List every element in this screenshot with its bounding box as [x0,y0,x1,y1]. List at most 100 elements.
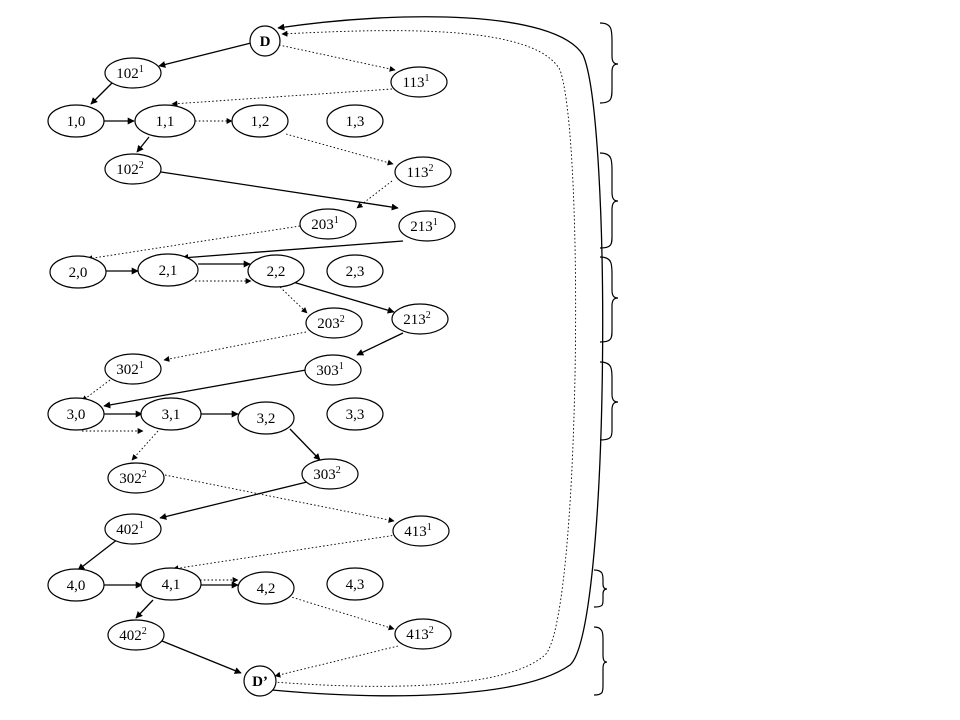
node-label-sup: 2 [428,163,433,174]
edge-413b-dp [274,645,399,678]
node-label-sup: 1 [139,360,144,371]
node-n43: 4,3 [326,567,384,601]
node-label: 2,0 [69,265,88,281]
node-203a: 2031 [299,208,357,240]
node-ellipse [47,104,105,138]
edge-d-113a [278,44,396,72]
node-label-sup: 2 [426,310,431,321]
edge-n31-302b [131,430,159,461]
node-n30: 3,0 [47,397,105,431]
node-label-sup: 2 [340,314,345,325]
node-label: 1132 [407,163,434,181]
node-ellipse [398,210,456,242]
node-label-main: D’ [252,674,268,690]
node-label: 2032 [317,314,345,332]
brace-1 [599,22,619,104]
node-label: 2132 [403,310,431,328]
node-label: D’ [252,674,268,690]
edge-102a-n10 [90,82,113,105]
node-label-main: 303 [313,467,336,483]
node-label-main: 102 [116,162,139,178]
node-label-main: 2,0 [69,265,88,281]
node-n22: 2,2 [247,254,305,288]
node-ellipse [107,462,165,494]
edges [77,16,604,697]
node-label-main: 1,3 [346,114,365,130]
node-label: 3022 [119,469,147,487]
node-label: 1022 [116,160,144,178]
node-n13: 1,3 [326,104,384,138]
node-n11: 1,1 [134,104,196,138]
node-n31: 3,1 [140,397,202,431]
node-label-main: 102 [116,66,139,82]
node-label-sup: 1 [339,361,344,372]
node-label-sup: 2 [429,625,434,636]
edge-213b-303a [356,332,404,356]
node-label-main: 302 [119,471,142,487]
node-n33: 3,3 [326,397,384,431]
node-ellipse [47,397,105,431]
edge-303b-402a [159,481,308,520]
node-ellipse [49,255,107,289]
node-label: 3031 [316,361,344,379]
node-label: 1,3 [346,114,365,130]
node-ellipse [104,57,162,89]
node-ellipse [304,354,362,386]
node-ellipse [299,208,357,240]
node-label-main: 213 [410,219,433,235]
node-label-main: 402 [119,628,142,644]
node-label-sup: 1 [334,215,339,226]
node-n32: 3,2 [237,401,295,435]
node-ellipse [140,567,202,601]
brace-3 [599,256,619,343]
node-label-main: 2,3 [346,264,365,280]
node-ellipse [249,25,281,57]
node-label-sup: 1 [427,522,432,533]
node-label-main: 113 [403,75,425,91]
node-ellipse [243,665,277,697]
node-n12: 1,2 [231,104,289,138]
node-ellipse [301,458,359,490]
node-label-main: 413 [406,627,429,643]
node-n42: 4,2 [237,571,295,605]
node-ellipse [390,66,448,98]
edge-302a-n30 [81,379,111,402]
edge-n22-213b [292,281,395,314]
edge-dp-d-loop [271,16,604,697]
node-label-sup: 1 [139,520,144,531]
node-n21: 2,1 [137,253,199,287]
edge-303a-n30 [103,369,307,409]
edge-n32-303b [289,428,321,461]
node-label-main: 4,2 [257,581,276,597]
node-label-main: 3,0 [67,407,86,423]
node-ellipse [326,104,384,138]
node-label-main: 4,3 [346,577,365,593]
node-label-main: 302 [116,362,139,378]
edge-dp-d-dotted-loop [273,30,577,687]
node-ellipse [326,397,384,431]
edge-d-102a [158,42,252,68]
node-ellipse [231,104,289,138]
node-label-main: 3,3 [346,407,365,423]
edge-n22-203b [279,286,308,314]
node-label: D [260,34,271,50]
node-ellipse [394,618,452,650]
node-label: 4021 [116,520,144,538]
node-ellipse [247,254,305,288]
node-label-main: 4,1 [162,577,181,593]
node-label-sup: 2 [142,626,147,637]
node-n10: 1,0 [47,104,105,138]
node-n41: 4,1 [140,567,202,601]
node-label-main: 303 [316,363,339,379]
edge-402b-dp [161,640,242,674]
node-113b: 1132 [394,156,452,188]
node-label-main: 113 [407,165,429,181]
node-label-main: 1,0 [67,114,86,130]
node-ellipse [326,567,384,601]
node-label: 2031 [311,215,339,233]
node-label-main: 2,1 [159,263,178,279]
node-label: 3,2 [257,411,276,427]
edge-113a-n11 [171,88,393,107]
node-label-sup: 1 [139,64,144,75]
edge-402a-n40 [77,538,119,571]
